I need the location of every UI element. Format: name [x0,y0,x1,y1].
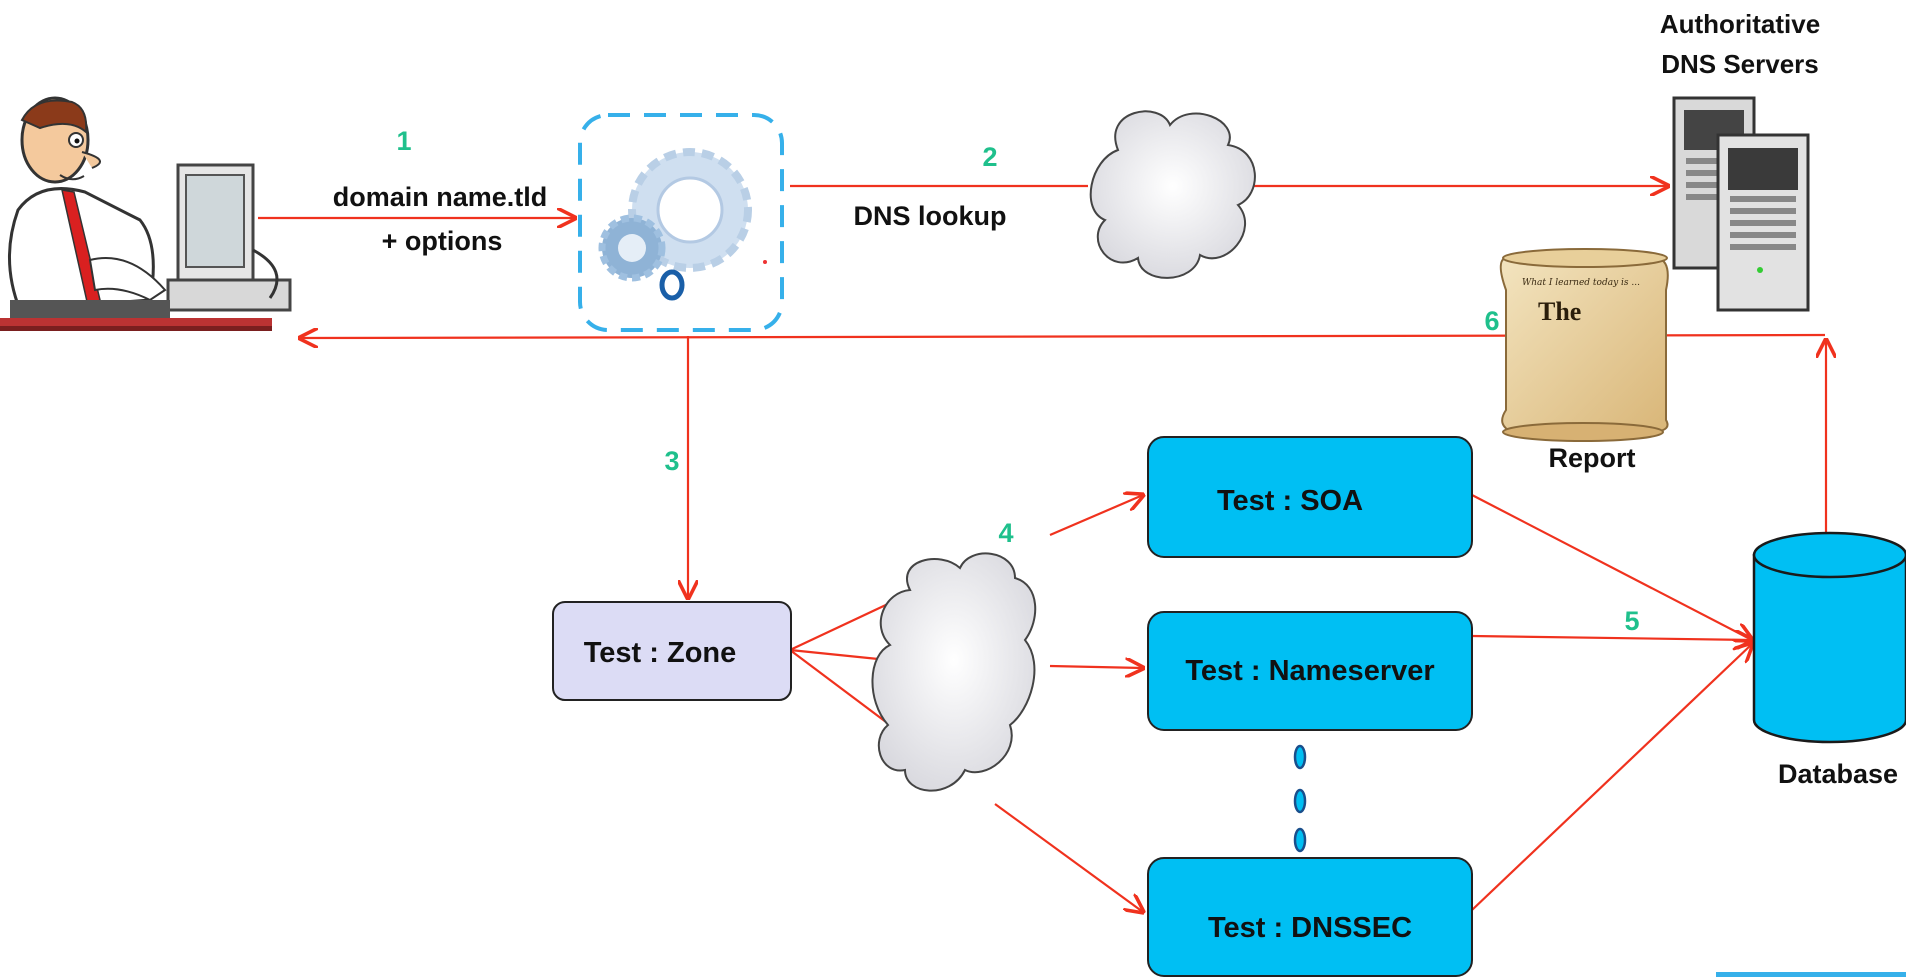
step-1-number: 1 [396,126,411,156]
report-label: Report [1549,443,1636,473]
domain-input-label-line2: + options [382,226,503,256]
report-scroll-caption: What I learned today is ... [1522,278,1640,288]
more-tests-ellipsis [1293,744,1307,853]
arrow-cloud-to-soa [1049,495,1143,537]
test-nameserver-box: Test : Nameserver [1147,611,1473,731]
test-dnssec-label: Test : DNSSEC [1208,912,1412,944]
line-zone-to-cloud-c [789,649,891,726]
dns-lookup-cloud-icon [1089,110,1256,279]
dns-lookup-label: DNS lookup [854,201,1007,231]
test-soa-label: Test : SOA [1217,485,1363,517]
line-zone-to-cloud-a [789,602,891,651]
arrow-soa-to-database [1471,494,1752,640]
arrow-dnssec-to-database [1471,644,1752,911]
arrow-cloud-to-dnssec [994,803,1143,912]
test-dnssec-box: Test : DNSSEC [1147,857,1473,977]
test-nameserver-label: Test : Nameserver [1185,655,1434,687]
dns-servers-icon [1672,96,1810,312]
domain-input-label-line1: domain name.tld [333,182,548,212]
step-4-number: 4 [998,518,1013,548]
step-3-number: 3 [664,446,679,476]
step-5-number: 5 [1624,606,1639,636]
authoritative-label-line2: DNS Servers [1661,49,1819,79]
arrow-cloud-to-nameserver [1049,666,1143,668]
step-6-number: 6 [1484,306,1499,336]
test-soa-box: Test : SOA [1147,436,1473,558]
arrow-nameserver-to-database [1471,636,1752,640]
line-zone-to-cloud-b [789,648,889,662]
test-zone-label: Test : Zone [584,637,737,669]
test-zone-box: Test : Zone [552,601,792,701]
test-network-cloud-icon [871,552,1037,792]
corner-accent-bar [1716,972,1906,977]
report-scroll-title: The [1538,297,1581,326]
report-scroll-icon: What I learned today is ... The [1499,248,1669,442]
database-label: Database [1778,759,1898,789]
database-icon [1752,531,1906,744]
zonemaster-engine-gear-icon [578,113,784,332]
user-computer-icon [0,96,292,331]
authoritative-label-line1: Authoritative [1660,9,1820,39]
step-2-number: 2 [982,142,997,172]
